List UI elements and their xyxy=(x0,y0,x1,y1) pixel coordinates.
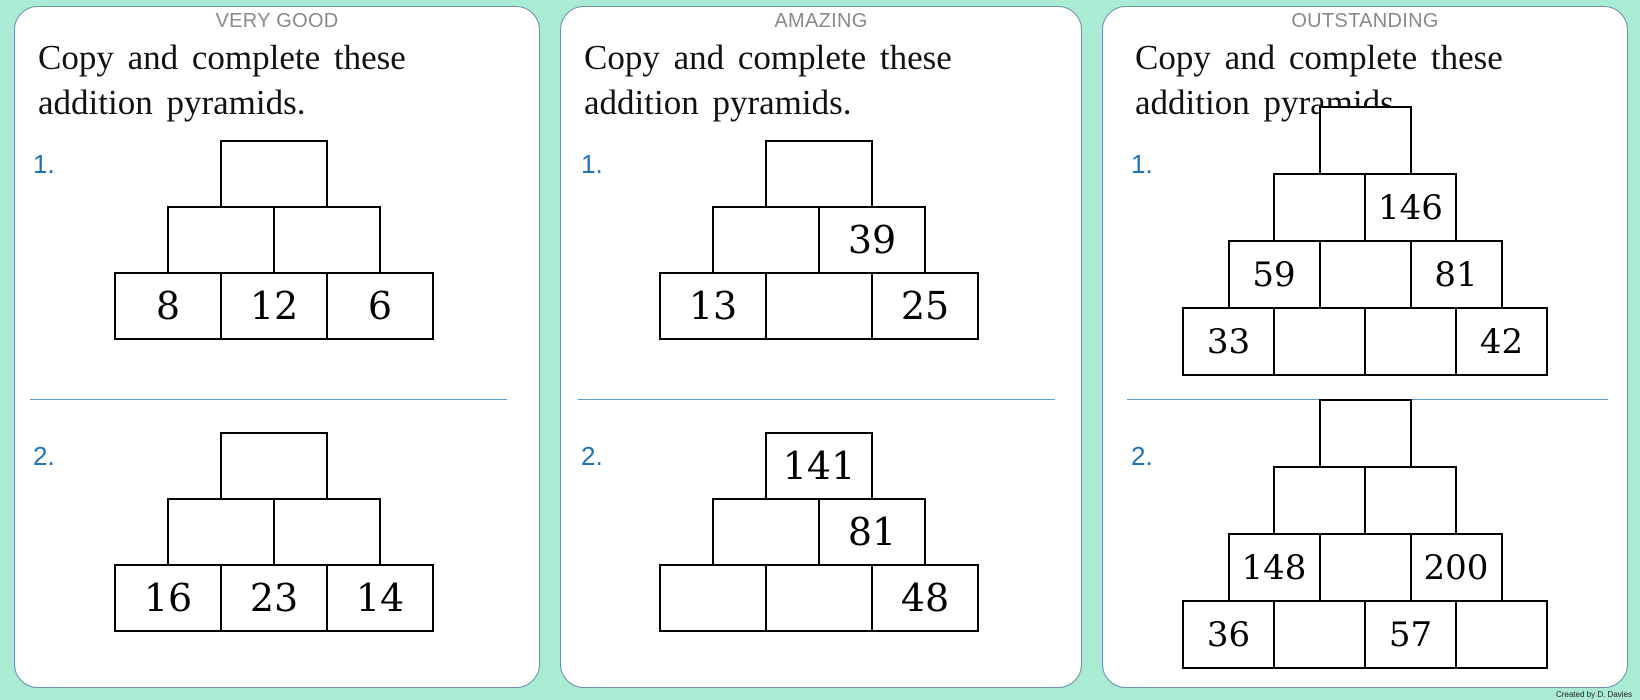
level-label: VERY GOOD xyxy=(215,10,339,32)
pyramid-cell xyxy=(1273,173,1366,242)
pyramid-cell: 200 xyxy=(1409,533,1503,602)
pyramid-cell: 23 xyxy=(220,564,328,632)
card-very-good: VERY GOOD Copy and complete these additi… xyxy=(14,6,540,688)
instruction-line-2: addition pyramids. xyxy=(38,83,306,122)
question-number-2: 2. xyxy=(33,441,55,471)
instruction-line-1: Copy and complete these xyxy=(38,38,406,77)
instructions: Copy and complete these addition pyramid… xyxy=(584,35,952,125)
pyramid-cell xyxy=(1318,399,1412,468)
instruction-line-1: Copy and complete these xyxy=(1135,38,1503,77)
pyramid-cell: 42 xyxy=(1455,307,1548,376)
pyramid-cell xyxy=(273,498,381,566)
card-amazing: AMAZING Copy and complete these addition… xyxy=(560,6,1082,688)
pyramid-cell xyxy=(765,272,873,340)
question-number-1: 1. xyxy=(581,149,603,179)
pyramid-cell: 141 xyxy=(765,432,873,500)
pyramid-cell: 81 xyxy=(1409,240,1503,309)
question-number-1: 1. xyxy=(33,149,55,179)
instructions: Copy and complete these addition pyramid… xyxy=(1135,35,1503,125)
divider xyxy=(30,399,507,400)
pyramid-cell: 59 xyxy=(1227,240,1321,309)
pyramid-cell xyxy=(1455,600,1548,669)
pyramid-cell xyxy=(1273,600,1366,669)
pyramid-cell: 16 xyxy=(114,564,222,632)
question-number-2: 2. xyxy=(581,441,603,471)
pyramid-cell xyxy=(712,498,820,566)
pyramid-cell: 33 xyxy=(1182,307,1275,376)
pyramid-cell xyxy=(1318,106,1412,175)
pyramid-cell xyxy=(1273,466,1366,535)
pyramid-cell xyxy=(220,140,328,208)
divider xyxy=(578,399,1055,400)
pyramid-cell: 25 xyxy=(871,272,979,340)
pyramid-cell xyxy=(1318,533,1412,602)
pyramid-cell xyxy=(765,564,873,632)
pyramid-cell xyxy=(659,564,767,632)
pyramid-cell: 14 xyxy=(326,564,434,632)
pyramid-cell xyxy=(1273,307,1366,376)
level-label: AMAZING xyxy=(774,10,868,32)
pyramid-cell: 36 xyxy=(1182,600,1275,669)
pyramid-cell: 48 xyxy=(871,564,979,632)
card-outstanding: OUTSTANDING Copy and complete these addi… xyxy=(1102,6,1628,688)
level-label: OUTSTANDING xyxy=(1291,10,1439,32)
pyramid-cell xyxy=(765,140,873,208)
pyramid-cell: 57 xyxy=(1364,600,1457,669)
pyramid-cell xyxy=(1318,240,1412,309)
question-number-1: 1. xyxy=(1131,149,1153,179)
pyramid-cell: 8 xyxy=(114,272,222,340)
pyramid-cell xyxy=(273,206,381,274)
credit-text: Created by D. Davies xyxy=(1555,690,1632,699)
question-number-2: 2. xyxy=(1131,441,1153,471)
instruction-line-2: addition pyramids. xyxy=(584,83,852,122)
pyramid-cell: 146 xyxy=(1364,173,1457,242)
pyramid-cell: 13 xyxy=(659,272,767,340)
pyramid-cell xyxy=(167,206,275,274)
pyramid-cell: 148 xyxy=(1227,533,1321,602)
pyramid-cell xyxy=(220,432,328,500)
pyramid-cell xyxy=(167,498,275,566)
pyramid-cell: 39 xyxy=(818,206,926,274)
pyramid-cell xyxy=(1364,307,1457,376)
pyramid-cell xyxy=(1364,466,1457,535)
pyramid-cell: 12 xyxy=(220,272,328,340)
pyramid-cell: 6 xyxy=(326,272,434,340)
pyramid-cell: 81 xyxy=(818,498,926,566)
instruction-line-1: Copy and complete these xyxy=(584,38,952,77)
pyramid-cell xyxy=(712,206,820,274)
instructions: Copy and complete these addition pyramid… xyxy=(38,35,406,125)
